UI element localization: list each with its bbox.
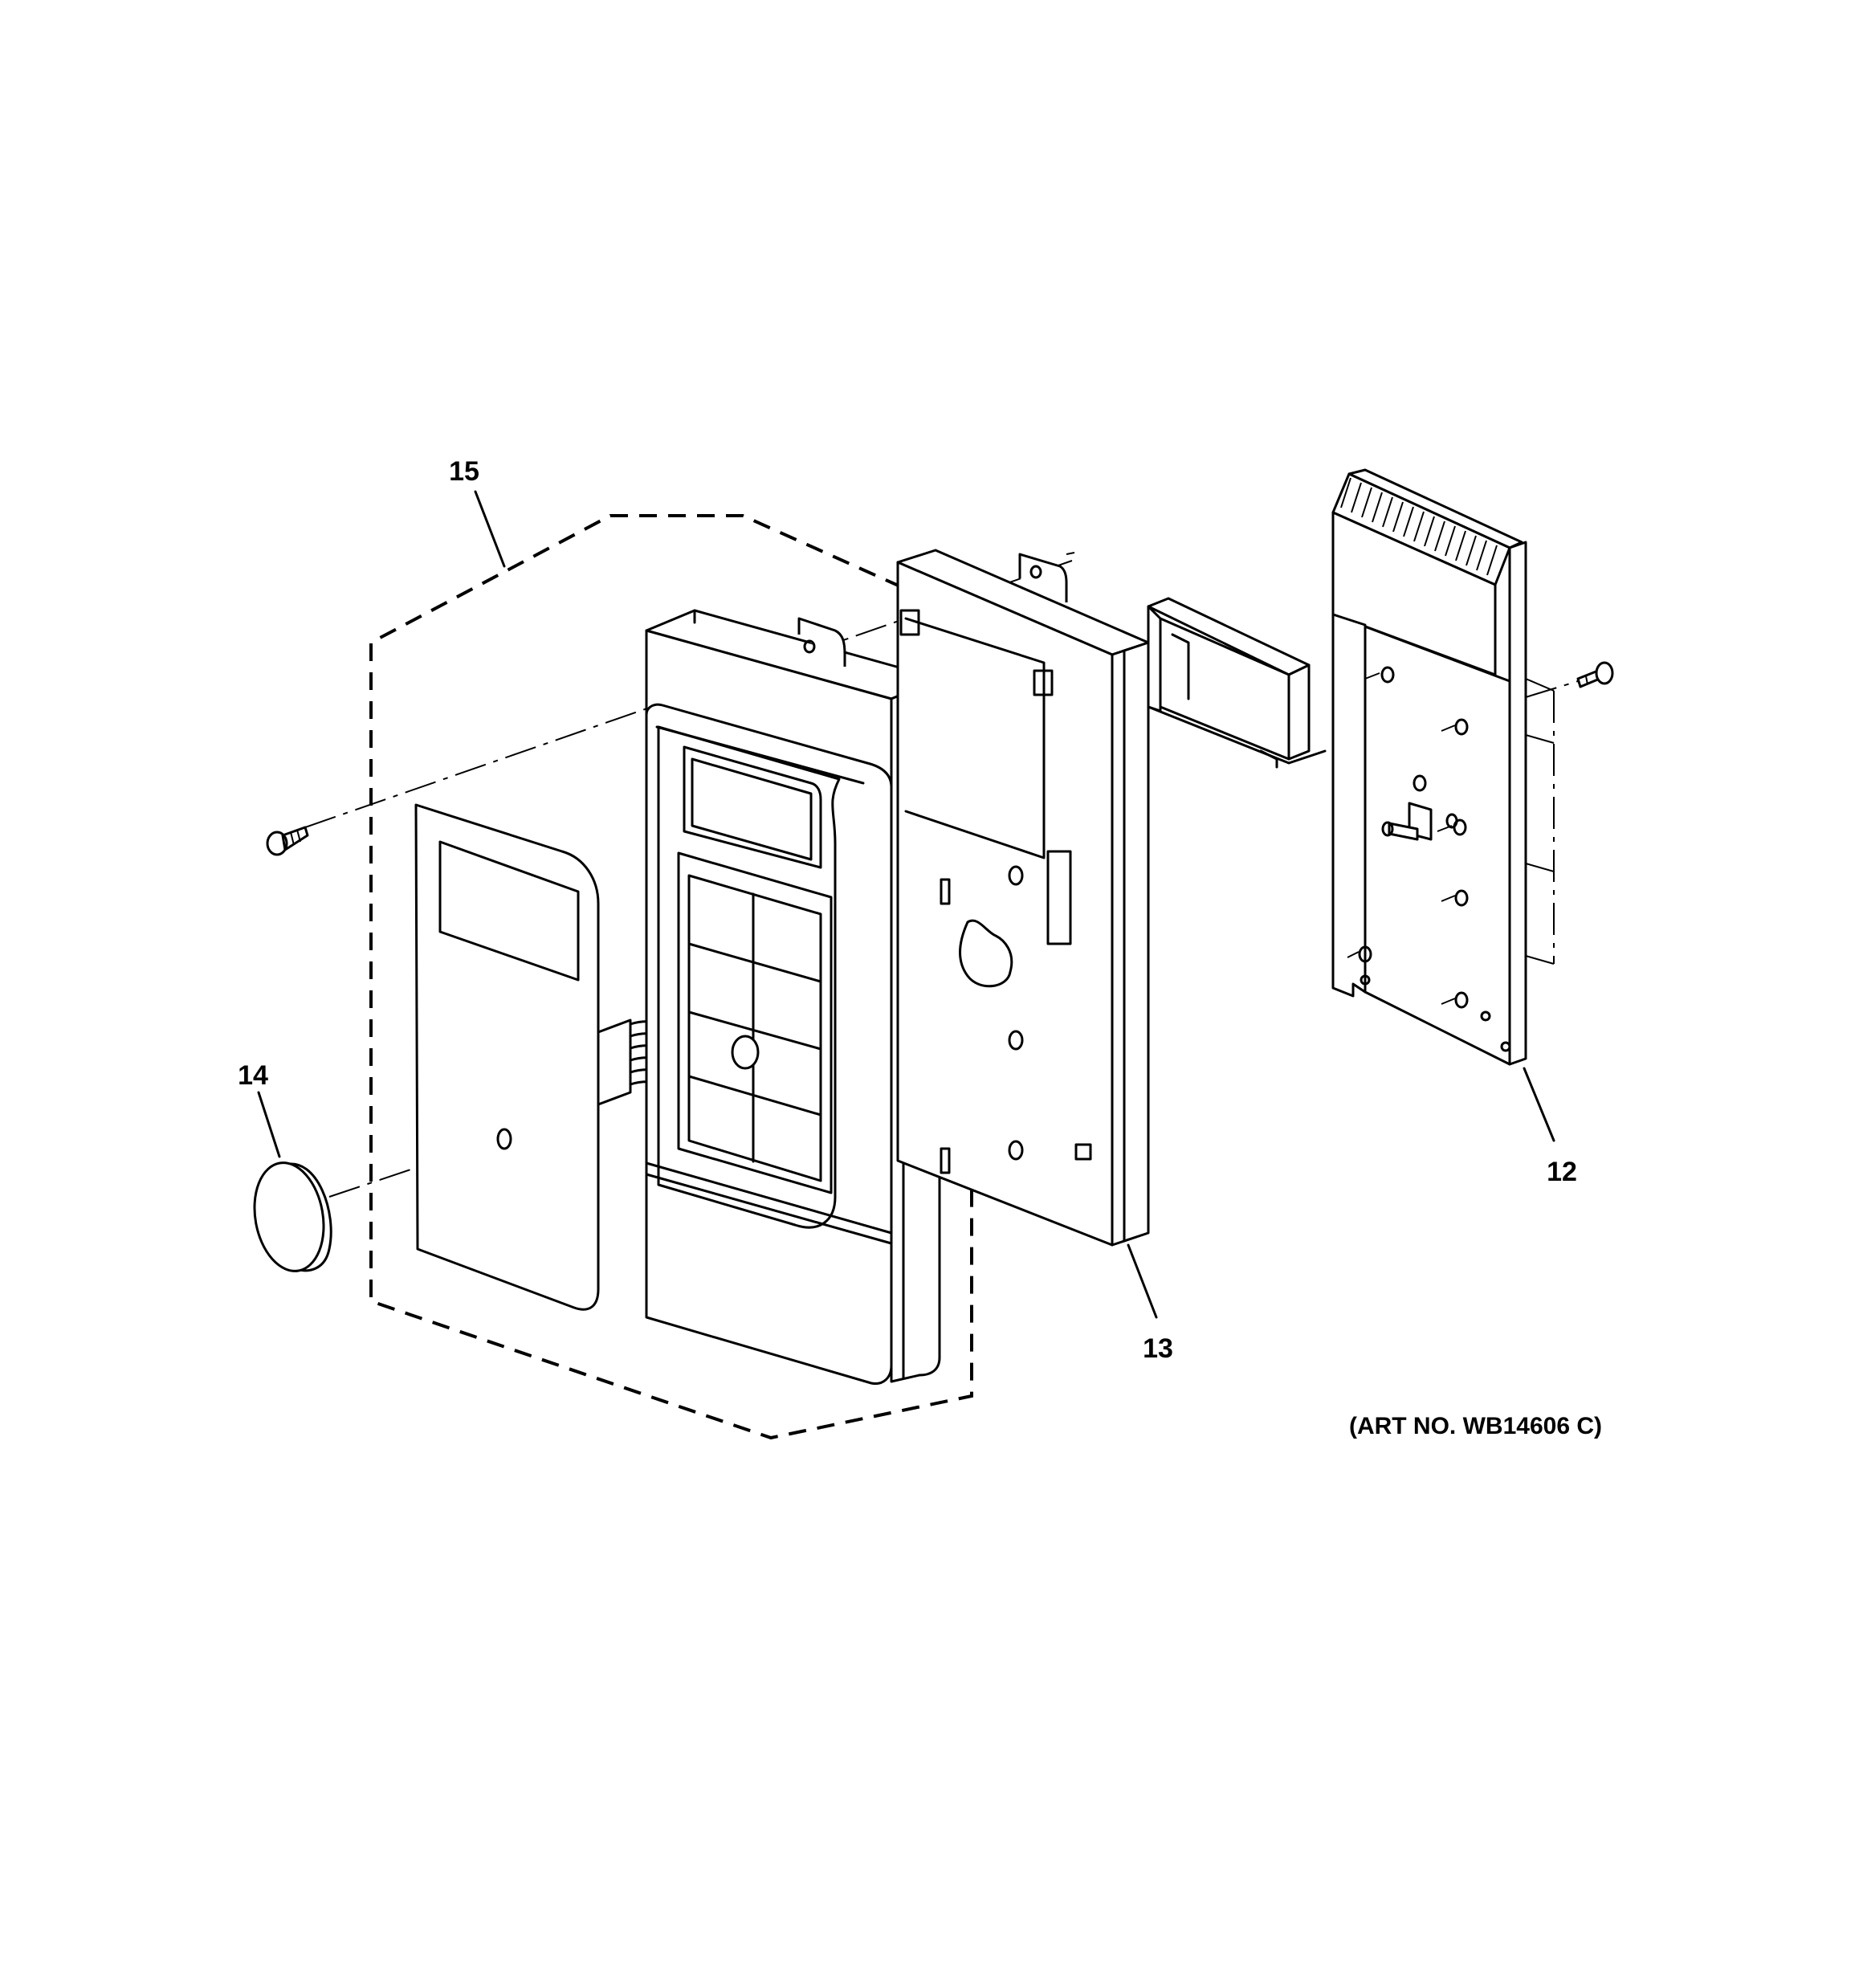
callout-15: 15	[449, 456, 479, 487]
alignment-line-knob	[328, 1138, 503, 1198]
bracket-icon	[1147, 597, 1327, 769]
art-number: (ART NO. WB14606 C)	[1349, 1413, 1602, 1439]
keypad-icon	[687, 874, 822, 1182]
leader-14	[257, 1091, 281, 1158]
screw-icon-right	[1525, 661, 1614, 698]
callout-12: 12	[1547, 1157, 1577, 1187]
knob-icon	[253, 1161, 332, 1272]
leader-13	[1127, 1243, 1158, 1319]
leader-12	[1523, 1067, 1555, 1142]
screw-icon	[266, 826, 309, 856]
circuit-board-icon	[1331, 468, 1555, 1066]
callout-13: 13	[1143, 1333, 1173, 1364]
callout-14: 14	[238, 1060, 268, 1091]
mounting-plate	[896, 549, 1150, 1247]
keypad-membrane	[414, 803, 600, 1311]
control-panel-icon	[645, 609, 941, 1386]
assembly-15-boundary	[369, 514, 973, 1440]
leader-15	[474, 490, 506, 568]
